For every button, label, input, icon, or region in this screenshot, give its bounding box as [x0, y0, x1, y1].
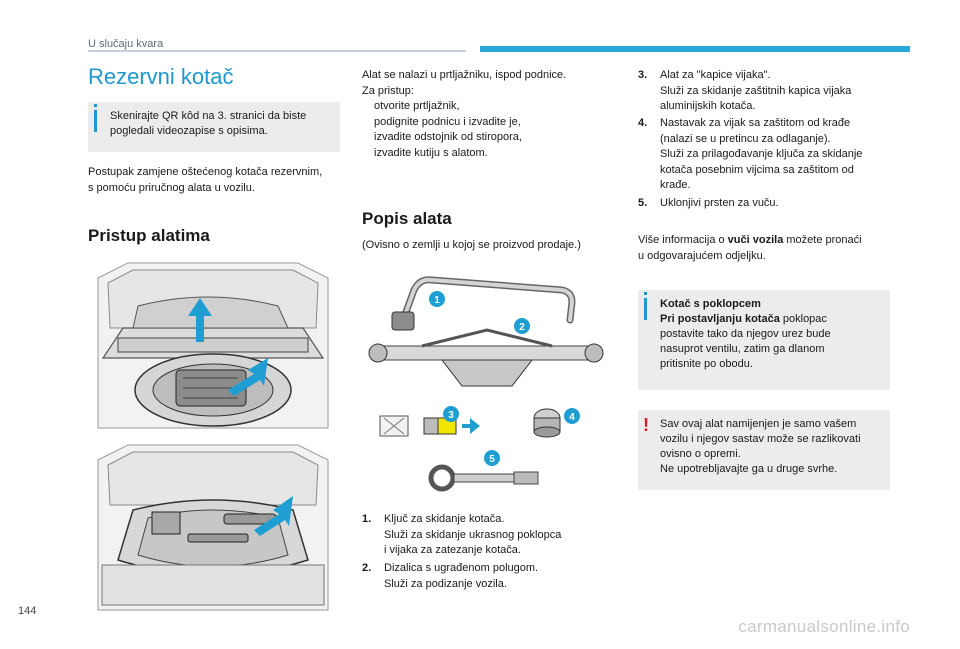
more-info-pre: Više informacija o	[638, 234, 728, 246]
access-step-text: otvorite prtljažnik,	[374, 100, 460, 112]
access-step: izvadite odstojnik od stiropora,	[362, 130, 622, 146]
page-number: 144	[18, 605, 37, 617]
access-instructions: Alat se nalazi u prtljažniku, ispod podn…	[362, 68, 622, 161]
tool-item-number: 3.	[638, 69, 648, 81]
tool-item-line: Uklonjivi prsten za vuču.	[660, 197, 779, 209]
tool-label-1: 1	[434, 295, 440, 306]
tool-label-5: 5	[489, 454, 495, 465]
access-intro-line: Alat se nalazi u prtljažniku, ispod podn…	[362, 69, 567, 81]
trunk-illustration-top	[88, 258, 338, 435]
tool-label-4: 4	[569, 412, 575, 423]
tool-item-number: 5.	[638, 197, 648, 209]
tool-item-3: 3. Alat za "kapice vijaka". Služi za ski…	[638, 68, 898, 116]
warning-line: vozilu i njegov sastav može se razlikova…	[660, 433, 861, 445]
tool-item-number: 1.	[362, 513, 372, 525]
more-info-line: Više informacija o vuči vozila možete pr…	[638, 233, 898, 249]
header-rule-right	[480, 46, 910, 52]
more-info-post: možete pronaći	[783, 234, 862, 246]
tool-label-3: 3	[448, 410, 454, 421]
tool-label-2: 2	[519, 322, 525, 333]
heading-tool-access: Pristup alatima	[88, 226, 210, 245]
trunk-illustration-bottom	[88, 440, 338, 617]
info-note-line: pogledali videozapise s opisima.	[110, 125, 268, 137]
hubcap-note-line: nasuprot ventilu, zatim ga dlanom	[660, 343, 825, 355]
country-note: (Ovisno o zemlji u kojoj se proizvod pro…	[362, 239, 581, 251]
section-header: U slučaju kvara	[88, 38, 164, 50]
tool-item-line: Služi za skidanje ukrasnog poklopca	[384, 528, 562, 541]
info-note-line: Skenirajte QR kôd na 3. stranici da bist…	[110, 110, 307, 122]
access-step-text: izvadite odstojnik od stiropora,	[374, 131, 522, 143]
warning-icon: !	[643, 415, 649, 435]
header-rule-left	[88, 50, 466, 52]
intro-text: Postupak zamjene oštećenog kotača rezerv…	[88, 165, 348, 196]
tools-illustration: 1 2 3 4 5	[368, 276, 604, 492]
tool-item-line: Ključ za skidanje kotača.	[384, 513, 505, 525]
access-step-text: izvadite kutiju s alatom.	[374, 146, 488, 159]
tool-item-number: 4.	[638, 117, 648, 129]
watermark: carmanualsonline.info	[738, 617, 910, 636]
tool-item-line: Služi za skidanje zaštitnih kapica vijak…	[660, 84, 852, 97]
tool-item-number: 2.	[362, 562, 372, 574]
tool-item-1: 1. Ključ za skidanje kotača. Služi za sk…	[362, 512, 622, 560]
access-step: izvadite kutiju s alatom.	[362, 146, 622, 162]
info-icon	[94, 104, 97, 132]
intro-line: Postupak zamjene oštećenog kotača rezerv…	[88, 166, 323, 178]
tool-item-5: 5. Uklonjivi prsten za vuču.	[638, 196, 898, 212]
warning-line: ovisno o opremi.	[660, 448, 741, 460]
hubcap-note-title: Kotač s poklopcem	[660, 298, 761, 310]
tool-item-2: 2. Dizalica s ugrađenom polugom. Služi z…	[362, 561, 622, 593]
more-info-link-text: vuči vozila	[727, 234, 784, 246]
hubcap-note-rest: poklopac	[779, 313, 827, 325]
hubcap-note-bold: Pri postavljanju kotača	[660, 313, 780, 325]
hubcap-note: Kotač s poklopcem Pri postavljanju kotač…	[638, 290, 890, 390]
access-step: podignite podnicu i izvadite je,	[362, 115, 622, 131]
tool-item-4: 4. Nastavak za vijak sa zaštitom od krađ…	[638, 116, 898, 196]
warning-line: Sav ovaj alat namijenjen je samo vašem	[660, 418, 857, 430]
warning-line: Ne upotrebljavajte ga u druge svrhe.	[660, 463, 838, 475]
info-note: Skenirajte QR kôd na 3. stranici da bist…	[88, 102, 340, 152]
warning-note: ! Sav ovaj alat namijenjen je samo vašem…	[638, 410, 890, 490]
tool-item-line: Služi za podizanje vozila.	[384, 577, 507, 590]
tool-item-line: Alat za "kapice vijaka".	[660, 69, 771, 81]
heading-tool-list: Popis alata	[362, 209, 452, 228]
hubcap-note-line: Pri postavljanju kotača poklopac	[660, 312, 886, 327]
tool-item-line: Dizalica s ugrađenom polugom.	[384, 562, 539, 574]
more-info-line: u odgovarajućem odjeljku.	[638, 249, 766, 262]
tool-item-line: krađe.	[660, 179, 691, 191]
hubcap-note-line: postavite tako da njegov urez bude	[660, 328, 831, 340]
access-step-text: podignite podnicu i izvadite je,	[374, 115, 521, 128]
tool-item-line: Služi za prilagođavanje ključa za skidan…	[660, 148, 863, 160]
tool-item-line: aluminijskih kotača.	[660, 100, 756, 112]
hubcap-note-line: pritisnite po obodu.	[660, 358, 753, 370]
tool-item-line: kotača posebnim vijcima sa zaštitom od	[660, 163, 854, 176]
tool-item-line: Nastavak za vijak sa zaštitom od krađe	[660, 117, 851, 129]
info-icon	[644, 292, 647, 320]
more-info-text: Više informacija o vuči vozila možete pr…	[638, 233, 898, 264]
page-title: Rezervni kotač	[88, 64, 234, 89]
intro-line: s pomoću priručnog alata u vozilu.	[88, 181, 255, 194]
tool-item-line: i vijaka za zatezanje kotača.	[384, 544, 521, 556]
tool-item-line: (nalazi se u pretincu za odlaganje).	[660, 132, 831, 145]
access-step: otvorite prtljažnik,	[362, 99, 622, 115]
access-intro-line: Za pristup:	[362, 84, 414, 97]
